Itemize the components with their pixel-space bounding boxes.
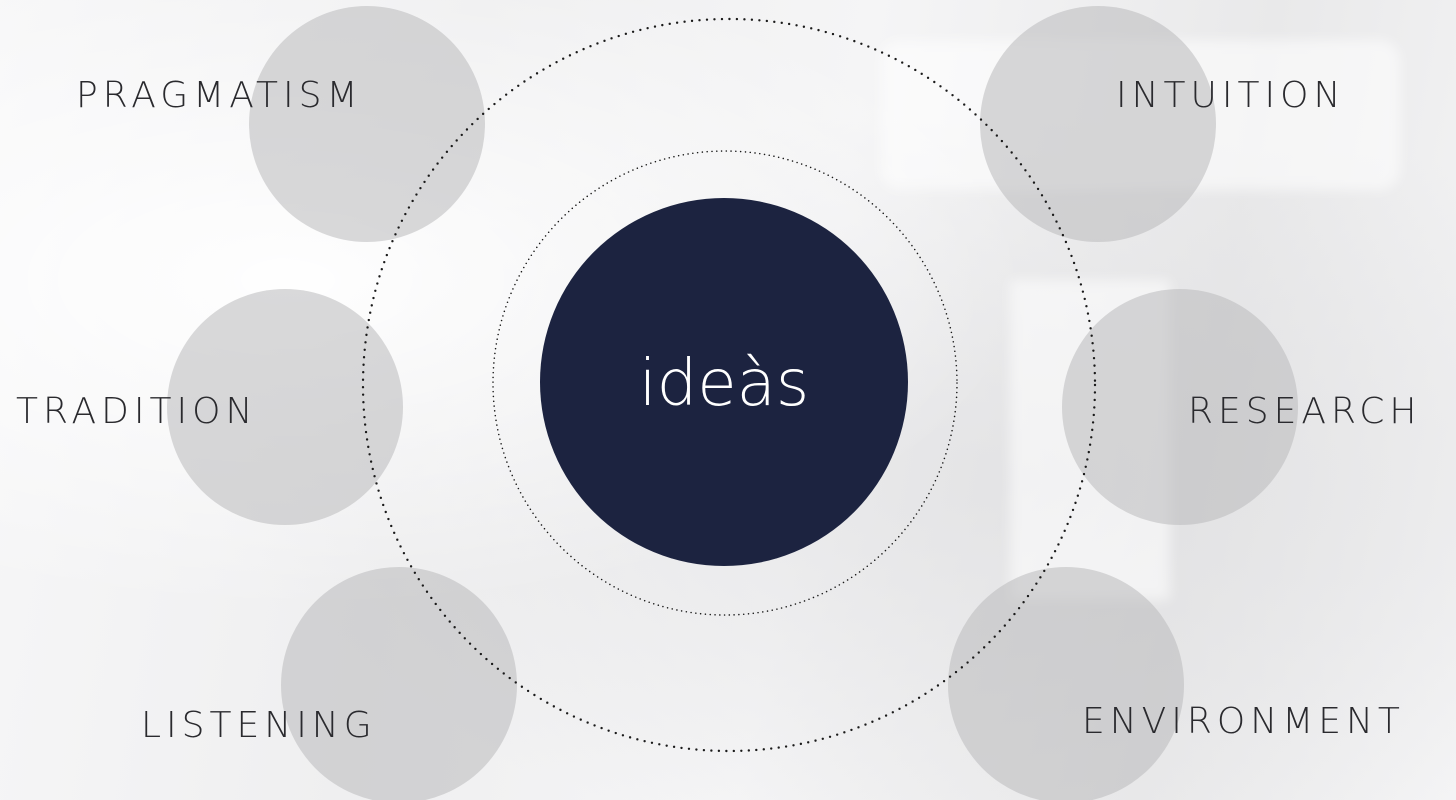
- inner-dotted-ring: [492, 150, 958, 616]
- center-circle: [540, 198, 908, 566]
- node-circle-pragmatism: [249, 6, 485, 242]
- node-circle-environment: [948, 567, 1184, 800]
- label-intuition: INTUITION: [1116, 75, 1345, 116]
- node-circle-listening: [281, 567, 517, 800]
- outer-dotted-ring: [361, 17, 1097, 753]
- center-label: ideàs: [639, 347, 809, 421]
- label-research: RESEARCH: [1188, 391, 1421, 432]
- node-circle-tradition: [167, 289, 403, 525]
- label-listening: LISTENING: [141, 705, 377, 746]
- label-pragmatism: PRAGMATISM: [76, 75, 363, 116]
- node-circle-research: [1062, 289, 1298, 525]
- label-environment: ENVIRONMENT: [1082, 701, 1405, 742]
- node-circle-intuition: [980, 6, 1216, 242]
- label-tradition: TRADITION: [16, 391, 257, 432]
